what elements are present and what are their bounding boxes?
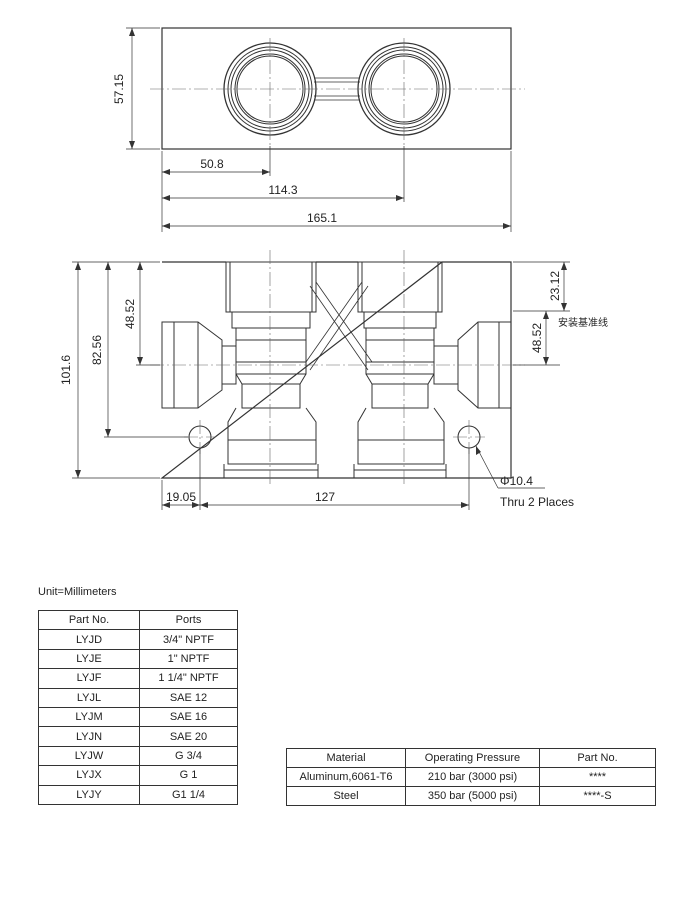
hole-note-label: Thru 2 Places — [500, 495, 574, 509]
dim-front-top-offset: 23.12 — [548, 271, 562, 301]
dim-front-left-port-height: 48.52 — [123, 299, 137, 329]
top-view-body — [161, 27, 512, 150]
dim-top-width: 165.1 — [307, 211, 337, 225]
part-no-cell: LYJM — [38, 706, 140, 728]
dim-top-port2: 114.3 — [268, 183, 297, 197]
ports-cell: 1 1/4" NPTF — [139, 668, 238, 689]
dim-front-hole-height: 82.56 — [90, 335, 104, 365]
ports-cell: 1" NPTF — [139, 648, 238, 670]
top-view-cross-channel — [314, 77, 360, 101]
part-no-cell: LYJW — [38, 745, 140, 767]
ports-cell: SAE 12 — [139, 687, 238, 708]
ports-header-part: Part No. — [38, 609, 140, 631]
front-view-port-upper-right — [357, 261, 443, 409]
pressure-cell: 350 bar (5000 psi) — [405, 786, 540, 806]
reference-line-label: 安装基准线 — [558, 316, 608, 329]
ports-cell: 3/4" NPTF — [139, 629, 238, 650]
ports-cell: G1 1/4 — [139, 784, 238, 805]
part-suffix-cell: ****-S — [539, 786, 656, 806]
part-no-cell: LYJN — [38, 726, 140, 747]
table-row: Aluminum,6061-T6 210 bar (3000 psi) **** — [286, 767, 656, 787]
ports-cell: SAE 16 — [139, 706, 238, 728]
part-no-cell: LYJY — [38, 784, 140, 805]
material-table: Material Operating Pressure Part No. Alu… — [286, 748, 656, 806]
part-no-cell: LYJF — [38, 668, 140, 689]
front-view-port-upper-left — [225, 261, 317, 409]
material-table-header: Material Operating Pressure Part No. — [286, 748, 656, 768]
material-cell: Steel — [286, 786, 406, 806]
dim-top-port1: 50.8 — [200, 157, 224, 171]
part-no-cell: LYJD — [38, 629, 140, 650]
front-view-body — [160, 261, 512, 479]
ports-cell: G 1 — [139, 765, 238, 786]
dim-top-height: 57.15 — [112, 74, 126, 104]
material-header-material: Material — [286, 748, 406, 768]
pressure-cell: 210 bar (3000 psi) — [405, 767, 540, 787]
unit-label: Unit=Millimeters — [38, 586, 117, 598]
hole-diameter-label: Φ10.4 — [500, 474, 533, 488]
part-no-cell: LYJX — [38, 765, 140, 786]
dim-front-left-edge: 19.05 — [166, 490, 196, 504]
ports-header-ports: Ports — [139, 609, 238, 631]
ports-table-header: Part No. Ports — [38, 609, 238, 631]
material-cell: Aluminum,6061-T6 — [286, 767, 406, 787]
front-view-cross-drill — [305, 281, 373, 371]
ports-cell: SAE 20 — [139, 726, 238, 747]
table-row: Steel 350 bar (5000 psi) ****-S — [286, 786, 656, 806]
dim-front-overall-height: 101.6 — [59, 355, 73, 385]
dim-front-right-port-height: 48.52 — [530, 323, 544, 353]
material-header-part: Part No. — [539, 748, 656, 768]
part-no-cell: LYJL — [38, 687, 140, 708]
front-view-port-bottom-right — [353, 407, 447, 478]
dim-front-hole-spacing: 127 — [315, 490, 335, 504]
front-view-port-bottom-left — [223, 407, 319, 478]
ports-cell: G 3/4 — [139, 745, 238, 767]
part-no-cell: LYJE — [38, 648, 140, 670]
material-header-pressure: Operating Pressure — [405, 748, 540, 768]
part-suffix-cell: **** — [539, 767, 656, 787]
technical-drawing: 57.15 50.8 114.3 165.1 101.6 82.56 48.52… — [59, 27, 608, 510]
